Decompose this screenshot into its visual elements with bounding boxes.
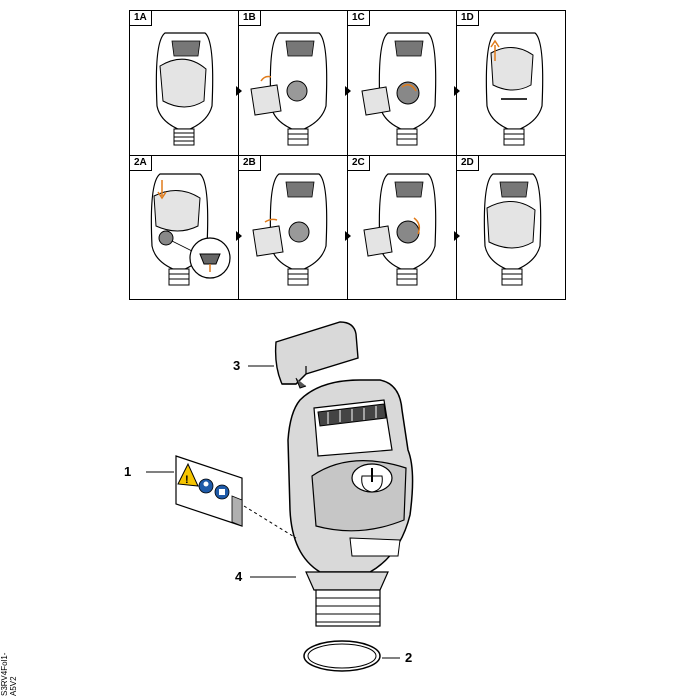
lamp-illustration-2d [483,173,542,286]
panel-label: 2B [239,156,261,171]
warning-triangle-icon [177,462,199,487]
panel-label: 2C [348,156,370,171]
step-arrow-icon [454,86,460,96]
panel-label: 1D [457,11,479,26]
panel-label: 1A [130,11,152,26]
assembly-steps-grid: 1A 1B 1C [129,10,566,300]
panel-label: 2A [130,156,152,171]
panel-2c: 2C [348,156,457,299]
panel-label: 1B [239,11,261,26]
warning-mark: ! [185,474,189,486]
step-arrow-icon [345,86,351,96]
lamp-illustration-1a [155,32,214,146]
lamp-illustration-1b [250,32,328,146]
lamp-illustration-2c [363,173,437,286]
lamp-illustration-2a [150,173,231,286]
panel-label: 1C [348,11,370,26]
panel-2a: 2A [130,156,239,299]
panel-1d: 1D [457,11,565,156]
panel-1b: 1B [239,11,348,156]
step-arrow-icon [345,231,351,241]
panel-2b: 2B [239,156,348,299]
panel-label: 2D [457,156,479,171]
panel-1c: 1C [348,11,457,156]
callout-4: 4 [235,569,243,584]
part-2-o-ring [303,640,381,672]
lamp-illustration-2b [252,173,328,286]
callout-2: 2 [405,650,413,665]
step-arrow-icon [236,231,242,241]
callout-1: 1 [124,464,132,479]
exploded-parts-view: ! [146,321,414,672]
lamp-illustration-1c [361,32,437,146]
part-1-warning-label: ! [175,455,243,527]
callout-3: 3 [233,358,241,373]
step-arrow-icon [454,231,460,241]
part-4-lamp-body [287,379,414,627]
lamp-illustration-1d [485,32,544,146]
label-placement-line [243,505,297,539]
step-arrow-icon [236,86,242,96]
panel-1a: 1A [130,11,239,156]
part-3-cover [274,321,359,389]
document-id: S3RV4Fol1-A5V2 [0,652,18,696]
panel-2d: 2D [457,156,565,299]
